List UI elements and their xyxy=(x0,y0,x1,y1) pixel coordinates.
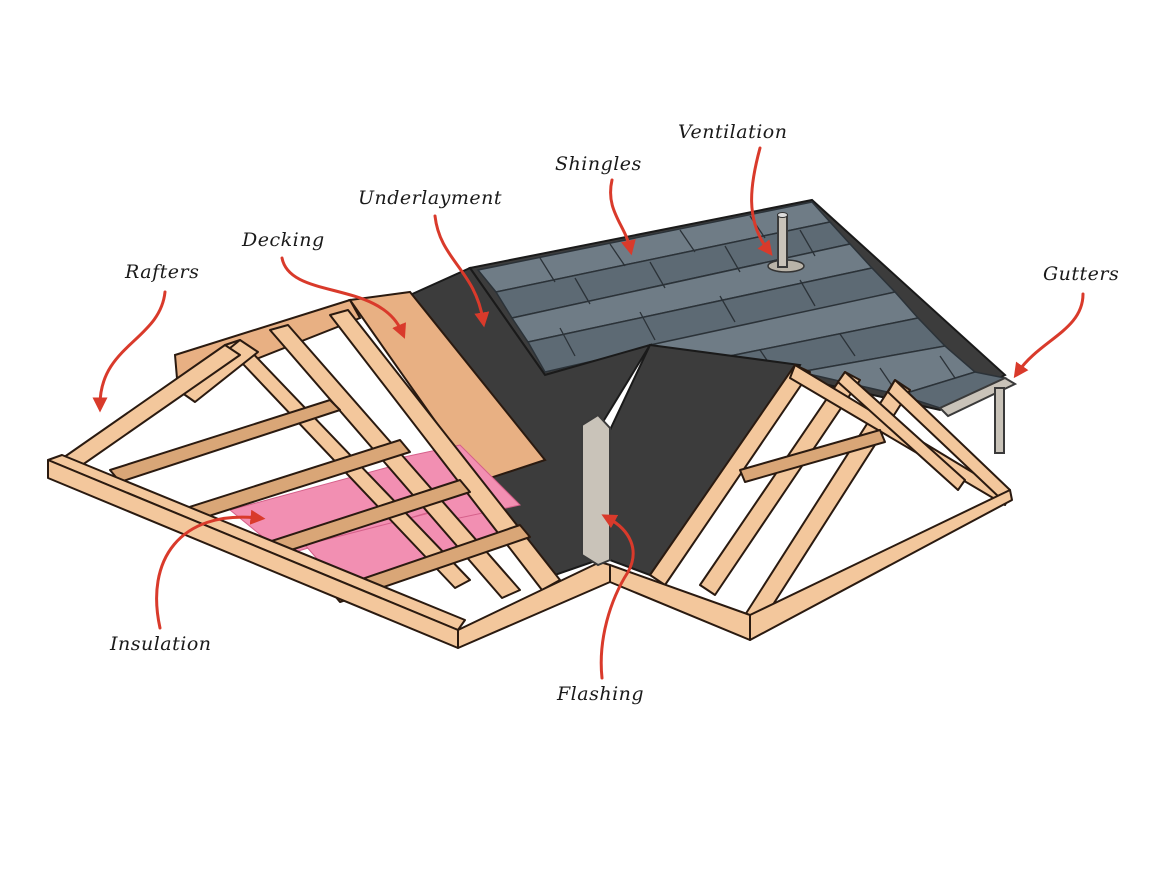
label-decking: Decking xyxy=(241,229,325,251)
label-rafters: Rafters xyxy=(124,261,199,283)
label-ventilation: Ventilation xyxy=(678,121,787,143)
arrow-gutters xyxy=(1013,292,1085,379)
right-base-frame xyxy=(609,489,1013,641)
label-gutters: Gutters xyxy=(1043,263,1119,285)
arrow-rafters xyxy=(92,290,167,413)
right-gable-frame xyxy=(649,364,1011,626)
left-rafters xyxy=(59,309,561,603)
label-underlayment: Underlayment xyxy=(358,187,502,209)
arrow-flashing xyxy=(599,514,635,680)
arrow-insulation xyxy=(155,509,266,630)
label-insulation: Insulation xyxy=(109,633,212,655)
flashing-strip xyxy=(581,413,611,567)
ventilation-pipe xyxy=(767,212,805,273)
gutter xyxy=(938,376,1018,454)
shingles-area xyxy=(468,198,1008,412)
arrow-decking xyxy=(280,256,406,339)
arrow-ventilation xyxy=(750,146,773,256)
callout-arrows xyxy=(92,146,1085,680)
label-flashing: Flashing xyxy=(556,683,644,705)
label-shingles: Shingles xyxy=(555,153,642,175)
labels: Rafters Decking Underlayment Shingles Ve… xyxy=(109,121,1119,705)
arrow-shingles xyxy=(609,178,636,256)
arrow-underlayment xyxy=(433,214,490,328)
